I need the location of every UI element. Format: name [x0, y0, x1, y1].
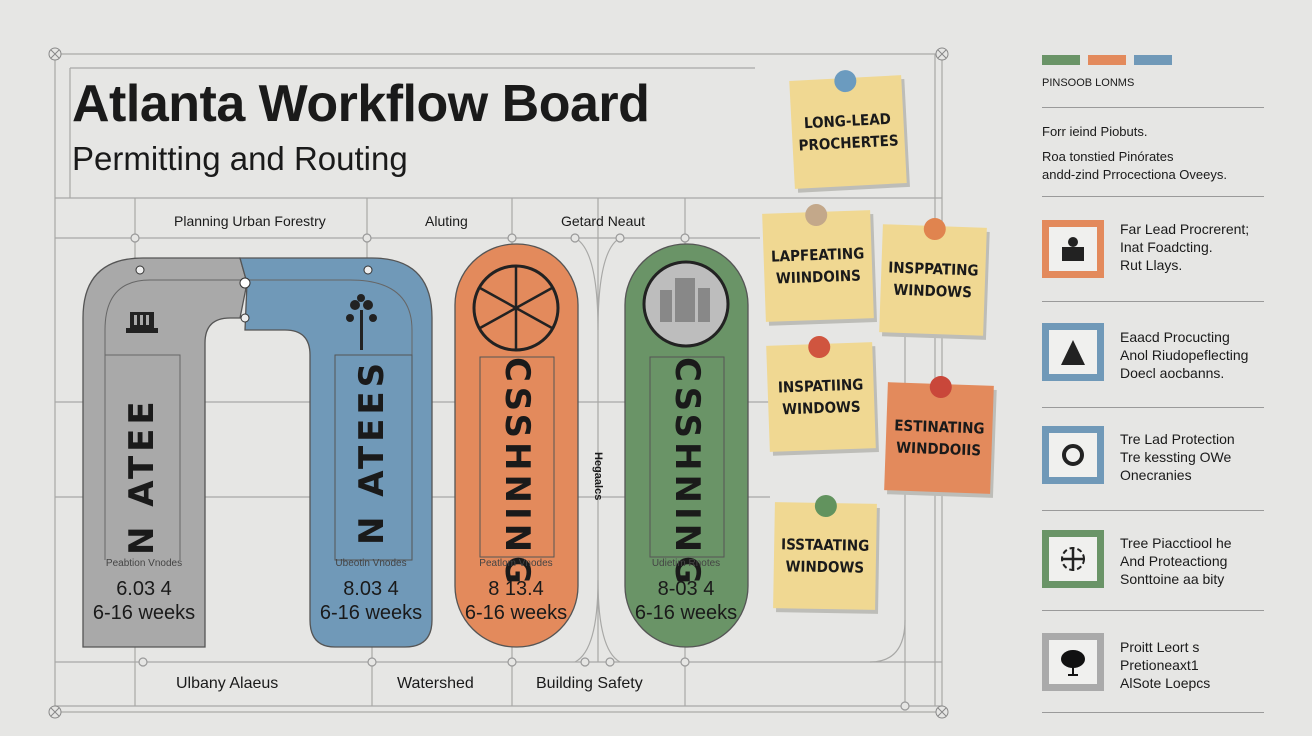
- sticky-note[interactable]: ISSTAATING WINDOWS: [773, 494, 877, 610]
- pillar-value: 6.03 4: [116, 578, 172, 600]
- pillar-value: 8-03 4: [657, 578, 715, 600]
- legend-swatch-blue: [1134, 55, 1172, 65]
- pillar-sublabel: Udietim Rnotes: [651, 558, 721, 569]
- pillar-orange-shape: [454, 243, 579, 648]
- pillar-vertical-label: CSSHNING: [667, 357, 707, 588]
- pillar-green-shape: [624, 243, 749, 648]
- pillar-duration: 6-16 weeks: [92, 602, 196, 624]
- pillar-vertical-label: N ATEES: [352, 358, 392, 545]
- sticky-note[interactable]: INSPPATING WINDOWS: [879, 217, 987, 336]
- pin-icon: [814, 494, 838, 518]
- pillar-value: 8 13.4: [488, 578, 544, 600]
- legend-item-text: Eaacd Procucting Anol Riudopeflecting Do…: [1120, 329, 1249, 381]
- divider: [1042, 407, 1264, 408]
- pin-icon: [833, 69, 857, 93]
- sticky-note[interactable]: LONG-LEAD PROCHERTES: [789, 69, 907, 189]
- sticky-note[interactable]: LAPFEATING WIINDOINS: [762, 203, 874, 322]
- divider: [1042, 610, 1264, 611]
- legend-swatch-green: [1042, 55, 1080, 65]
- legend-intro: Forr ieind Piobuts.: [1042, 124, 1148, 139]
- note-text: ESTINATING WINDDOIIS: [893, 416, 985, 460]
- column-label-bottom: Ulbany Alaeus: [176, 675, 279, 692]
- tree-icon: [346, 294, 377, 350]
- column-label-top: Aluting: [425, 213, 468, 229]
- pillar-duration: 6-16 weeks: [634, 602, 738, 624]
- divider: [1042, 196, 1264, 197]
- legend-item-text: Proitt Leort s Pretioneaxt1 AlSote Loepc…: [1120, 639, 1211, 691]
- building-icon: [126, 312, 158, 333]
- note-text: LAPFEATING WIINDOINS: [770, 244, 865, 288]
- column-label-top: Getard Neaut: [561, 213, 646, 229]
- middle-vertical-label: Hegaalcs: [592, 452, 604, 501]
- pillar-sublabel: Peabtion Vnodes: [105, 558, 183, 569]
- column-label-top: Planning Urban Forestry: [174, 213, 326, 229]
- legend-swatch-orange: [1088, 55, 1126, 65]
- person-icon: [1042, 220, 1104, 278]
- divider: [1042, 301, 1264, 302]
- note-text: LONG-LEAD PROCHERTES: [798, 109, 900, 155]
- legend-item-text: Far Lead Procrerent; Inat Foadcting. Rut…: [1120, 221, 1250, 273]
- pillar-duration: 6-16 weeks: [464, 602, 568, 624]
- pin-icon: [923, 217, 947, 241]
- note-text: INSPPATING WINDOWS: [887, 258, 979, 302]
- column-label-bottom: Watershed: [397, 675, 474, 692]
- sticky-note[interactable]: ESTINATING WINDDOIIS: [884, 375, 994, 494]
- pillar-duration: 6-16 weeks: [319, 602, 423, 624]
- pillar-vertical-label: CSSHNING: [497, 357, 537, 588]
- pillar-sublabel: Peatlom Vnodes: [479, 558, 553, 569]
- legend-item-text: Tre Lad Protection Tre kessting OWe Onec…: [1120, 431, 1235, 483]
- pin-icon: [929, 375, 953, 399]
- legend-item-text: Tree Piacctiool he And Proteactiong Sont…: [1120, 535, 1232, 587]
- legend-title: PINSOOB LONMS: [1042, 77, 1135, 89]
- pillar-vertical-label: N ATEE: [122, 397, 162, 555]
- page-subtitle: Permitting and Routing: [72, 140, 408, 177]
- divider: [1042, 510, 1264, 511]
- cone-icon: [1042, 323, 1104, 381]
- note-text: ISSTAATING WINDOWS: [780, 535, 870, 577]
- ring-icon: [1042, 426, 1104, 484]
- note-text: INSPATIING WINDOWS: [777, 375, 864, 419]
- divider: [1042, 107, 1264, 108]
- pin-icon: [804, 203, 828, 227]
- tree-icon: [1042, 633, 1104, 691]
- divider: [1042, 712, 1264, 713]
- sticky-note[interactable]: INSPATIING WINDOWS: [766, 335, 876, 452]
- legend-intro: Roa tonstied Pinórates andd-zind Prrocec…: [1042, 149, 1227, 182]
- pin-icon: [807, 335, 831, 359]
- column-label-bottom: Building Safety: [536, 675, 643, 692]
- pillar-sublabel: Ubeotin Vnodes: [335, 558, 407, 569]
- pillar-value: 8.03 4: [343, 578, 399, 600]
- compass-icon: [1042, 530, 1104, 588]
- page-title: Atlanta Workflow Board: [72, 75, 650, 133]
